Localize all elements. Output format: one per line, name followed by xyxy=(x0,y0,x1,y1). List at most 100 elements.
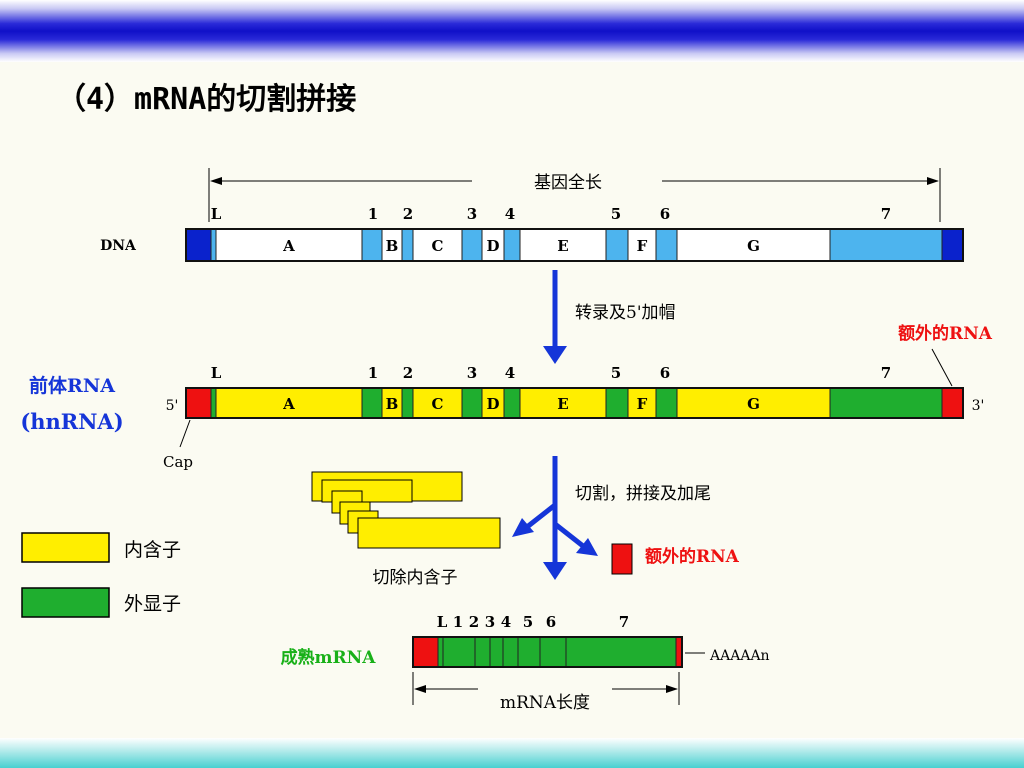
mature-exon-segment xyxy=(437,636,444,668)
intron-segment-label: G xyxy=(747,237,760,255)
exon-marker: 7 xyxy=(881,205,891,223)
extra-rna-label-bottom: 额外的RNA xyxy=(645,546,740,567)
mature-exon-segment xyxy=(502,636,519,668)
extra-rna-block xyxy=(611,543,633,575)
cap-label: Cap xyxy=(163,453,193,471)
exon-marker: 7 xyxy=(881,364,891,382)
exon-marker: 5 xyxy=(611,364,621,382)
exon-marker: 2 xyxy=(403,364,413,382)
intron-segment-label: G xyxy=(747,395,760,413)
dna-label: DNA xyxy=(100,238,137,254)
intron-segment-label: F xyxy=(637,395,648,413)
intron-segment xyxy=(519,228,607,262)
legend-exon-swatch xyxy=(21,587,110,618)
exon-marker: 6 xyxy=(660,205,670,223)
page-title: （4）mRNA的切割拼接 xyxy=(56,82,357,117)
mature-exon-segment xyxy=(489,636,504,668)
cap-pointer xyxy=(179,419,191,448)
mature-cap-segment xyxy=(412,636,439,668)
intron-segment xyxy=(519,387,607,419)
end-segment xyxy=(185,387,212,419)
exon-marker: 1 xyxy=(368,364,378,382)
mature-exon-segment xyxy=(517,636,541,668)
end-segment xyxy=(941,387,964,419)
exon-marker: 4 xyxy=(505,364,515,382)
gene-length-dimension: 基因全长 xyxy=(208,168,941,222)
polya-label: AAAAAn xyxy=(709,648,770,664)
exon-segment xyxy=(655,387,678,419)
intron-segment-label: C xyxy=(432,395,444,413)
legend-intron-swatch xyxy=(21,532,110,563)
dna-bar: A B C D E F G xyxy=(185,228,964,262)
remove-introns-label: 切除内含子 xyxy=(373,568,458,588)
mature-exon-marker: 3 xyxy=(485,613,495,631)
intron-segment-label: E xyxy=(557,395,568,413)
exon-segment xyxy=(503,228,521,262)
mature-exon-segment xyxy=(474,636,491,668)
precursor-label-line2: (hnRNA) xyxy=(20,409,123,434)
gene-length-label: 基因全长 xyxy=(534,173,602,193)
exon-marker: L xyxy=(211,205,222,223)
mature-exon-marker: 4 xyxy=(501,613,511,631)
exon-segment xyxy=(829,228,943,262)
mature-exon-segment xyxy=(442,636,476,668)
intron-segment-label: B xyxy=(386,237,399,255)
precursor-rna-bar: A B C D E F G xyxy=(185,387,964,419)
legend: 内含子 外显子 xyxy=(21,532,181,618)
transcription-arrow: 转录及5'加帽 xyxy=(543,270,676,364)
exon-marker: 4 xyxy=(505,205,515,223)
three-prime-label: 3' xyxy=(972,398,985,414)
mature-exon-marker: 2 xyxy=(469,613,479,631)
mature-exon-marker: 5 xyxy=(523,613,533,631)
intron-segment-label: E xyxy=(557,237,568,255)
mature-mrna-bar xyxy=(412,636,683,668)
mature-exon-marker: 1 xyxy=(453,613,463,631)
exon-marker: 6 xyxy=(660,364,670,382)
mature-exon-segment xyxy=(539,636,567,668)
mature-exon-marker: L xyxy=(437,613,448,631)
exon-segment xyxy=(361,228,383,262)
exon-segment xyxy=(829,387,943,419)
intron-segment xyxy=(627,228,657,262)
mature-mrna-label: 成熟mRNA xyxy=(281,647,377,668)
exon-segment xyxy=(210,228,217,262)
end-segment xyxy=(941,228,964,262)
exon-marker: 3 xyxy=(467,364,477,382)
precursor-label-line1: 前体RNA xyxy=(29,374,115,397)
mature-exon-marker: 6 xyxy=(546,613,556,631)
legend-intron-label: 内含子 xyxy=(124,539,181,561)
intron-segment-label: A xyxy=(282,237,295,255)
extra-rna-pointer-top xyxy=(931,348,953,387)
end-segment xyxy=(185,228,212,262)
header-band xyxy=(0,0,1024,62)
intron-segment-label: F xyxy=(637,237,648,255)
intron-segment-label: B xyxy=(386,395,399,413)
intron-segment-label: C xyxy=(432,237,444,255)
exon-segment xyxy=(210,387,217,419)
splicing-arrows: 切割，拼接及加尾 xyxy=(512,456,711,580)
exon-segment xyxy=(605,228,629,262)
exon-segment xyxy=(401,228,414,262)
removed-introns xyxy=(311,471,501,549)
intron-segment-label: D xyxy=(486,395,499,413)
footer-band xyxy=(0,738,1024,768)
exon-segment xyxy=(401,387,414,419)
five-prime-label: 5' xyxy=(166,398,179,414)
intron-segment xyxy=(676,228,831,262)
intron-segment-label: A xyxy=(282,395,295,413)
mature-exon-segment xyxy=(565,636,677,668)
exon-segment xyxy=(503,387,521,419)
exon-segment xyxy=(461,228,483,262)
intron-segment-label: D xyxy=(486,237,499,255)
mrna-length-label: mRNA长度 xyxy=(500,693,590,713)
exon-segment xyxy=(461,387,483,419)
exon-marker: 2 xyxy=(403,205,413,223)
exon-marker: 3 xyxy=(467,205,477,223)
mrna-length-dimension: mRNA长度 xyxy=(412,672,680,713)
exon-marker: 1 xyxy=(368,205,378,223)
mature-exon-marker: 7 xyxy=(619,613,629,631)
